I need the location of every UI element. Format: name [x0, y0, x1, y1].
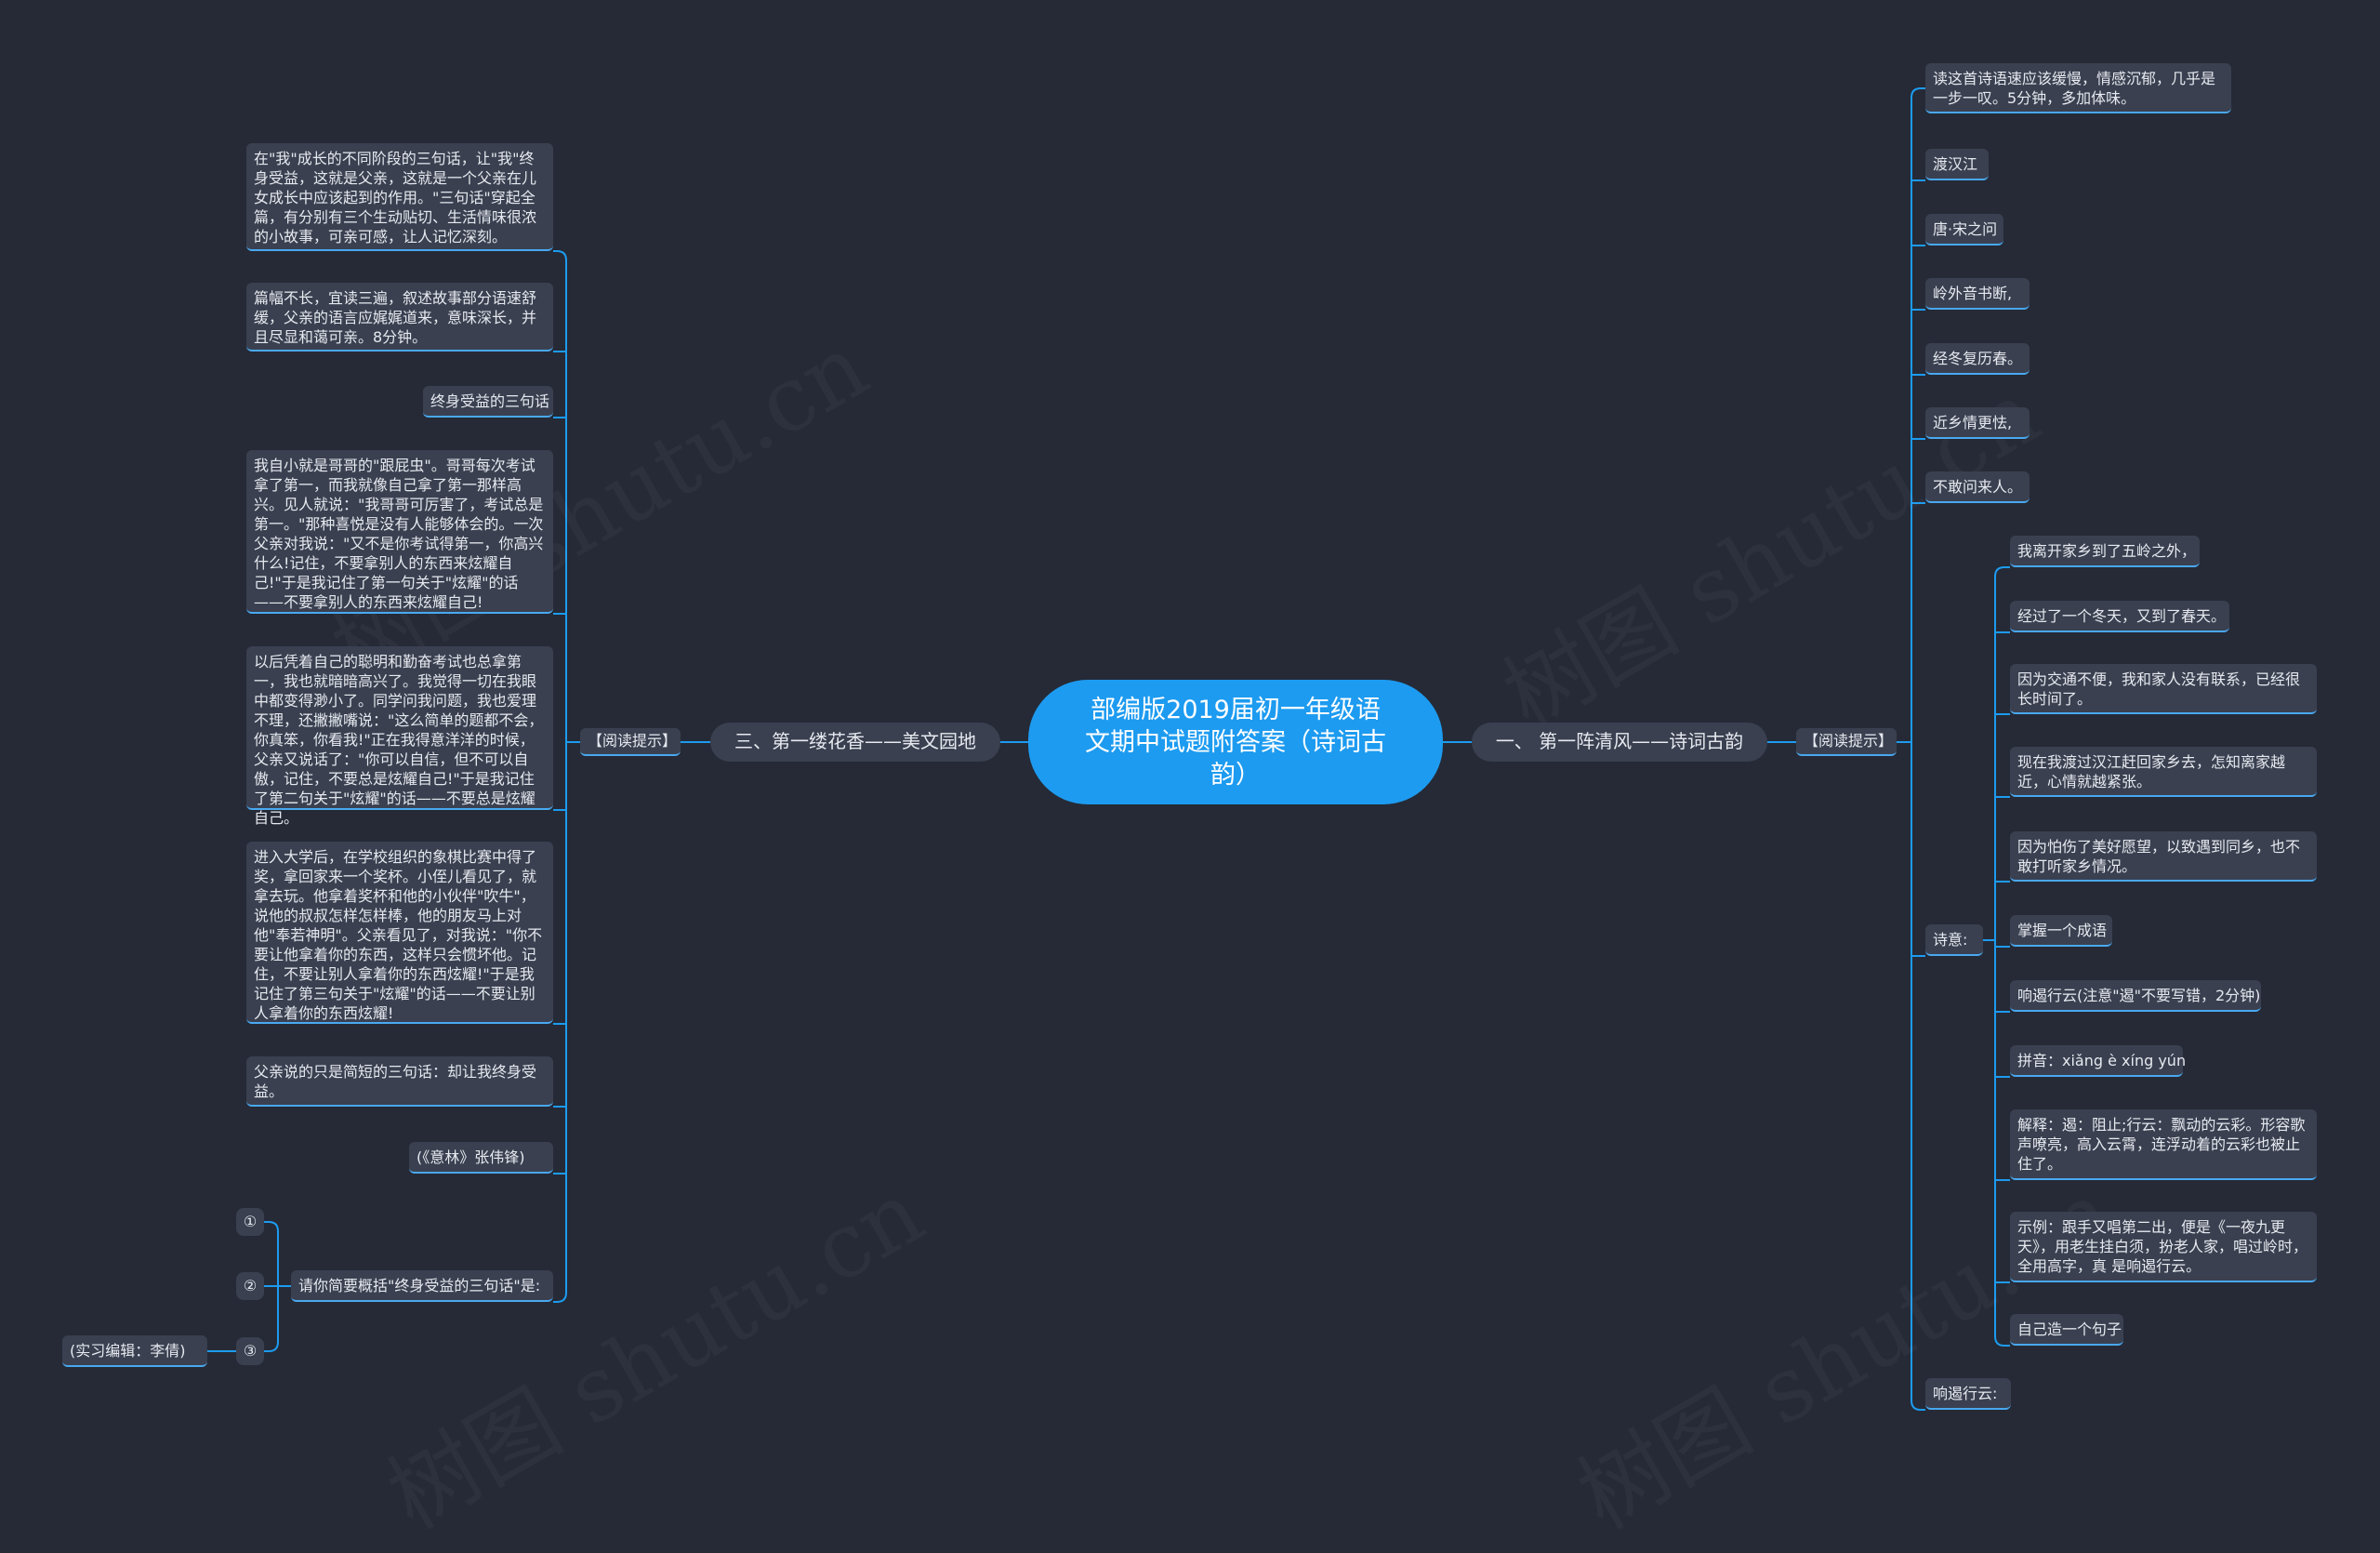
mindmap-canvas: 树图 shutu.cn 树图 shutu.cn 树图 shutu.cn 树图 s… [62, 63, 2317, 1411]
root-title: 部编版2019届初一年级语文期中试题附答案（诗词古韵） [1085, 695, 1386, 790]
meaning-item[interactable]: 示例：跟手又唱第二出，便是《一夜九更天》，用老生挂白须，扮老人家，唱过岭时，全用… [2010, 1212, 2317, 1282]
left-item[interactable]: 终身受益的三句话 [423, 386, 553, 418]
left-item[interactable]: 父亲说的只是简短的三句话：却让我终身受益。 [246, 1056, 553, 1107]
right-item[interactable]: 经冬复历春。 [1925, 343, 2030, 375]
right-item[interactable]: 不敢问来人。 [1925, 471, 2030, 503]
left-item[interactable]: 篇幅不长，宜读三遍，叙述故事部分语速舒缓，父亲的语言应娓娓道来，意味深长，并且尽… [246, 283, 553, 352]
meaning-item[interactable]: 掌握一个成语 [2010, 915, 2112, 947]
right-item[interactable]: 唐·宋之问 [1925, 214, 2003, 246]
meaning-item[interactable]: 因为交通不便，我和家人没有联系，已经很长时间了。 [2010, 664, 2317, 714]
branch-right[interactable]: 一、 第一阵清风——诗词古韵 [1472, 723, 1767, 762]
answer-slot-2[interactable]: ② [236, 1272, 264, 1300]
answer-slot-1[interactable]: ① [236, 1208, 264, 1236]
right-item[interactable]: 近乡情更怯, [1925, 407, 2030, 439]
question-node[interactable]: 请你简要概括"终身受益的三句话"是: [291, 1270, 553, 1302]
right-item[interactable]: 渡汉江 [1925, 149, 1989, 180]
meaning-item[interactable]: 因为怕伤了美好愿望，以致遇到同乡，也不敢打听家乡情况。 [2010, 831, 2317, 882]
right-item[interactable]: 岭外音书断, [1925, 278, 2030, 310]
meaning-item[interactable]: 解释：遏：阻止;行云：飘动的云彩。形容歌声嘹亮，高入云霄，连浮动着的云彩也被止住… [2010, 1109, 2317, 1180]
hint-right[interactable]: 【阅读提示】 [1796, 728, 1897, 756]
left-item[interactable]: 进入大学后，在学校组织的象棋比赛中得了奖，拿回家来一个奖杯。小侄儿看见了，就拿去… [246, 842, 553, 1024]
right-item[interactable]: 读这首诗语速应该缓慢，情感沉郁，几乎是一步一叹。5分钟，多加体味。 [1925, 63, 2231, 113]
meaning-item[interactable]: 响遏行云(注意"遏"不要写错，2分钟) [2010, 980, 2261, 1012]
left-item[interactable]: (《意林》张伟锋) [409, 1142, 553, 1174]
meaning-label[interactable]: 诗意: [1925, 924, 1983, 956]
connector-lines [207, 87, 2010, 1411]
meaning-item[interactable]: 我离开家乡到了五岭之外， [2010, 536, 2200, 567]
answer-slot-3[interactable]: ③ [236, 1337, 264, 1365]
meaning-item[interactable]: 自己造一个句子 [2010, 1314, 2123, 1346]
left-item[interactable]: 以后凭着自己的聪明和勤奋考试也总拿第一，我也就暗暗高兴了。我觉得一切在我眼中都变… [246, 646, 553, 827]
hint-left[interactable]: 【阅读提示】 [580, 728, 681, 756]
meaning-item[interactable]: 拼音：xiǎng è xíng yún [2010, 1045, 2186, 1077]
meaning-item[interactable]: 现在我渡过汉江赶回家乡去，怎知离家越近，心情就越紧张。 [2010, 747, 2317, 797]
left-item[interactable]: 我自小就是哥哥的"跟屁虫"。哥哥每次考试拿了第一，而我就像自己拿了第一那样高兴。… [246, 450, 553, 614]
meaning-item[interactable]: 经过了一个冬天，又到了春天。 [2010, 601, 2229, 632]
editor-note[interactable]: (实习编辑：李倩) [62, 1335, 207, 1367]
branch-left[interactable]: 三、第一缕花香——美文园地 [710, 723, 1000, 762]
left-item[interactable]: 在"我"成长的不同阶段的三句话，让"我"终身受益，这就是父亲，这就是一个父亲在儿… [246, 143, 553, 251]
root-topic[interactable]: 部编版2019届初一年级语文期中试题附答案（诗词古韵） [1028, 680, 1443, 804]
right-item[interactable]: 响遏行云: [1925, 1378, 2011, 1410]
